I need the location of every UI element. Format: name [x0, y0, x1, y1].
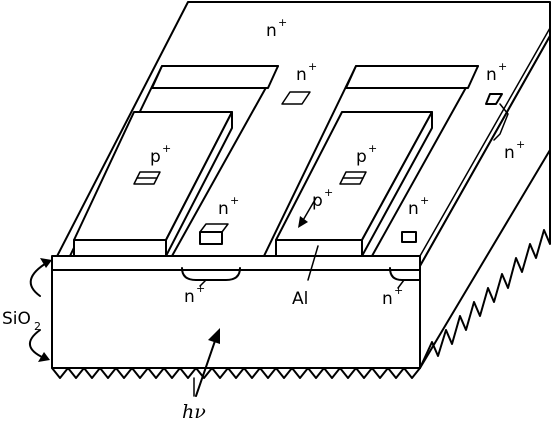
al-leader — [307, 245, 319, 281]
label-n-mid-left: n + — [218, 194, 239, 219]
contact-p-right — [339, 171, 367, 185]
svg-text:SiO: SiO — [2, 309, 31, 329]
front-jagged-edge — [51, 367, 421, 379]
diode-stripe-left — [69, 65, 279, 257]
svg-text:n: n — [296, 65, 307, 85]
svg-text:p: p — [312, 191, 323, 211]
sio2-arrows — [29, 258, 52, 362]
svg-text:n: n — [382, 289, 393, 309]
svg-text:+: + — [394, 284, 403, 297]
svg-text:+: + — [498, 60, 507, 73]
label-p-arrow: p + — [312, 186, 333, 211]
contact-n-right — [401, 231, 417, 243]
label-n-right-side: n + — [504, 138, 525, 163]
svg-text:+: + — [230, 194, 239, 207]
side-jagged-edge — [419, 149, 551, 369]
p-arrow-head — [298, 216, 308, 228]
label-n-below-left: n + — [184, 282, 205, 307]
label-n-right-top: n + — [486, 60, 507, 85]
svg-text:p: p — [150, 147, 161, 167]
svg-text:+: + — [196, 282, 205, 295]
contact-n-side — [485, 93, 503, 105]
svg-text:+: + — [516, 138, 525, 151]
svg-text:+: + — [278, 16, 287, 29]
svg-text:n: n — [184, 287, 195, 307]
svg-text:n: n — [218, 199, 229, 219]
n-well-left — [181, 267, 241, 281]
svg-text:+: + — [420, 194, 429, 207]
svg-text:n: n — [486, 65, 497, 85]
svg-text:2: 2 — [34, 320, 41, 333]
diode-stripe-right — [263, 65, 479, 257]
contact-n-left — [199, 231, 223, 245]
label-n-below-right: n + — [382, 284, 403, 309]
svg-text:n: n — [504, 143, 515, 163]
hv-arrow — [193, 328, 220, 397]
contact-p-left — [133, 171, 161, 185]
label-sio2: SiO 2 — [2, 309, 41, 333]
label-p-left: p + — [150, 142, 171, 167]
svg-text:+: + — [162, 142, 171, 155]
contact-n-top — [281, 91, 311, 105]
label-n-center: n + — [296, 60, 317, 85]
svg-text:n: n — [266, 21, 277, 41]
label-hv: hν — [182, 401, 206, 423]
label-p-right: p + — [356, 142, 377, 167]
label-al: Al — [292, 289, 308, 309]
n-contacts — [199, 91, 509, 245]
svg-text:+: + — [368, 142, 377, 155]
svg-text:+: + — [324, 186, 333, 199]
n-well-right — [389, 267, 421, 281]
label-n-top: n + — [266, 16, 287, 41]
label-n-mid-right: n + — [408, 194, 429, 219]
svg-text:n: n — [408, 199, 419, 219]
n-wells — [181, 267, 421, 281]
svg-text:+: + — [308, 60, 317, 73]
p-arrow-line — [301, 197, 317, 223]
svg-text:p: p — [356, 147, 367, 167]
